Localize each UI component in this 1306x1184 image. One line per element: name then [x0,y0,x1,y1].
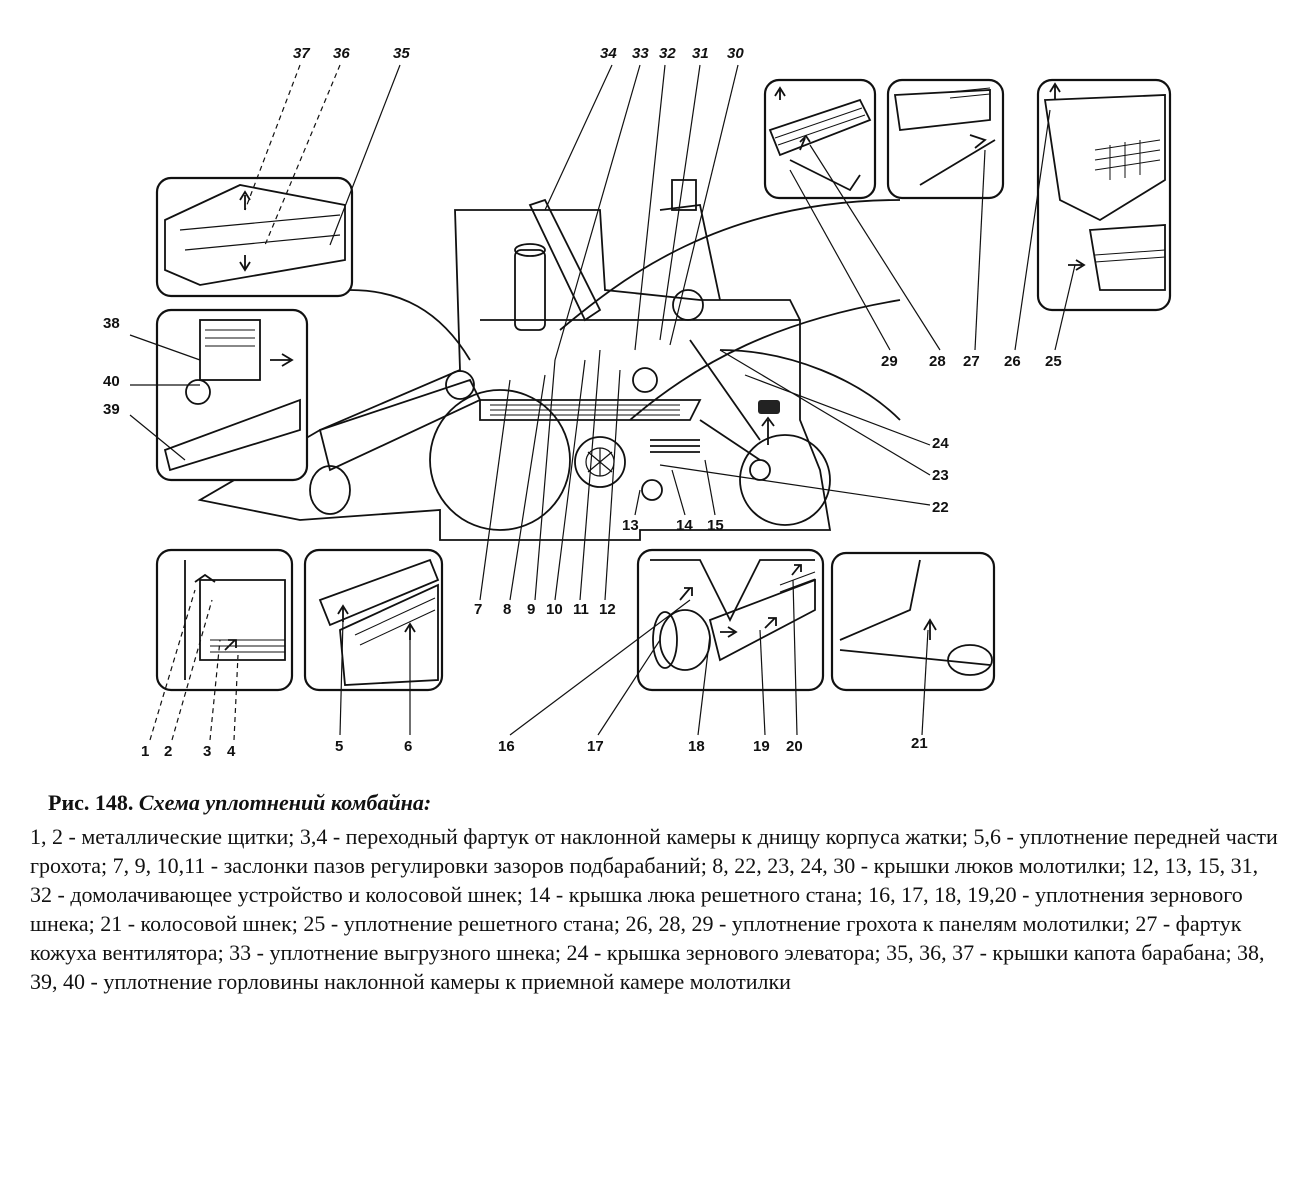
label-33: 33 [632,45,649,62]
label-25: 25 [1045,353,1062,370]
combine-seals-diagram: 37 36 35 34 33 32 31 30 38 40 39 29 28 2… [103,45,1172,760]
label-28: 28 [929,353,946,370]
inset-35-37 [155,176,354,298]
label-1: 1 [141,743,149,760]
inset-38-40 [155,308,309,482]
label-15: 15 [707,517,724,534]
inset-21 [830,551,996,692]
label-37: 37 [293,45,310,62]
label-3: 3 [203,743,211,760]
label-13: 13 [622,517,639,534]
label-14: 14 [676,517,693,534]
label-16: 16 [498,738,515,755]
label-22: 22 [932,499,949,516]
label-18: 18 [688,738,705,755]
label-21: 21 [911,735,928,752]
label-26: 26 [1004,353,1021,370]
label-24: 24 [932,435,949,452]
label-34: 34 [600,45,617,62]
inset-28-29 [763,78,877,200]
label-5: 5 [335,738,343,755]
label-10: 10 [546,601,563,618]
label-36: 36 [333,45,350,62]
label-35: 35 [393,45,410,62]
label-19: 19 [753,738,770,755]
label-6: 6 [404,738,412,755]
label-39: 39 [103,401,120,418]
leader-lines [129,64,1076,741]
label-7: 7 [474,601,482,618]
inset-1-4 [155,548,294,692]
inset-5-6 [303,548,444,692]
label-30: 30 [727,45,744,62]
figure-caption: Рис. 148. Схема уплотнений комбайна: 1, … [30,790,1280,996]
label-27: 27 [963,353,980,370]
label-31: 31 [692,45,709,62]
label-9: 9 [527,601,535,618]
figure-title: Схема уплотнений комбайна: [138,790,432,815]
label-20: 20 [786,738,803,755]
inset-25-26 [1036,78,1172,312]
label-17: 17 [587,738,604,755]
label-40: 40 [103,373,120,390]
part-number-labels: 37 36 35 34 33 32 31 30 38 40 39 29 28 2… [103,45,1062,760]
label-12: 12 [599,601,616,618]
caption-title: Рис. 148. Схема уплотнений комбайна: [48,790,1280,816]
label-8: 8 [503,601,511,618]
label-2: 2 [164,743,172,760]
label-23: 23 [932,467,949,484]
inset-27 [886,78,1005,200]
caption-legend-text: 1, 2 - металлические щитки; 3,4 - перехо… [30,824,1278,994]
label-11: 11 [573,601,589,618]
label-32: 32 [659,45,676,62]
label-38: 38 [103,315,120,332]
label-29: 29 [881,353,898,370]
figure-number: Рис. 148. [48,790,134,815]
label-4: 4 [227,743,236,760]
